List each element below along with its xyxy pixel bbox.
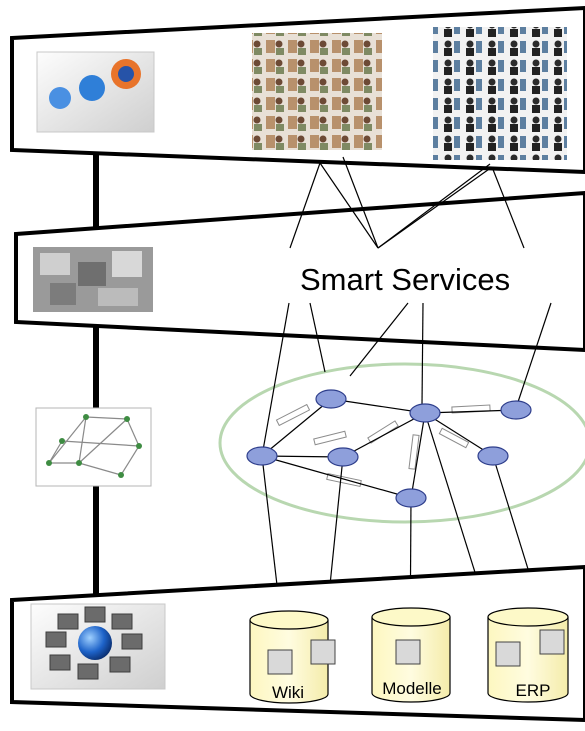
smart-services-label: Smart Services [300, 262, 510, 297]
service-links [261, 156, 552, 457]
service-nodes [246, 389, 532, 508]
woman-photo-grid-icon [433, 27, 567, 160]
puzzle-pieces-icon [33, 247, 153, 312]
wiki-label: Wiki [272, 683, 304, 702]
erp-database: ERP [487, 607, 569, 703]
people-photo-grid-icon [252, 33, 382, 150]
service-node [409, 403, 441, 423]
browser-logos-icon [36, 51, 155, 133]
service-node [477, 446, 509, 466]
services-layer: Smart Services [14, 190, 585, 353]
data-layer: Wiki Modelle ERP [10, 564, 585, 723]
service-node [327, 447, 359, 467]
modelle-label: Modelle [382, 679, 442, 698]
service-node [500, 400, 532, 420]
service-node [315, 389, 347, 409]
service-node [246, 446, 278, 466]
graph-edges [261, 398, 517, 499]
presentation-layer [10, 5, 585, 175]
network-graph-icon [35, 407, 152, 487]
server-cluster-icon [30, 603, 166, 690]
erp-label: ERP [516, 681, 551, 700]
layer-connector-line [93, 140, 99, 610]
network-boundary-ellipse [218, 362, 585, 524]
service-network [218, 156, 585, 661]
modelle-database: Modelle [371, 607, 451, 703]
service-node [395, 488, 427, 508]
wiki-database: Wiki [249, 610, 336, 704]
